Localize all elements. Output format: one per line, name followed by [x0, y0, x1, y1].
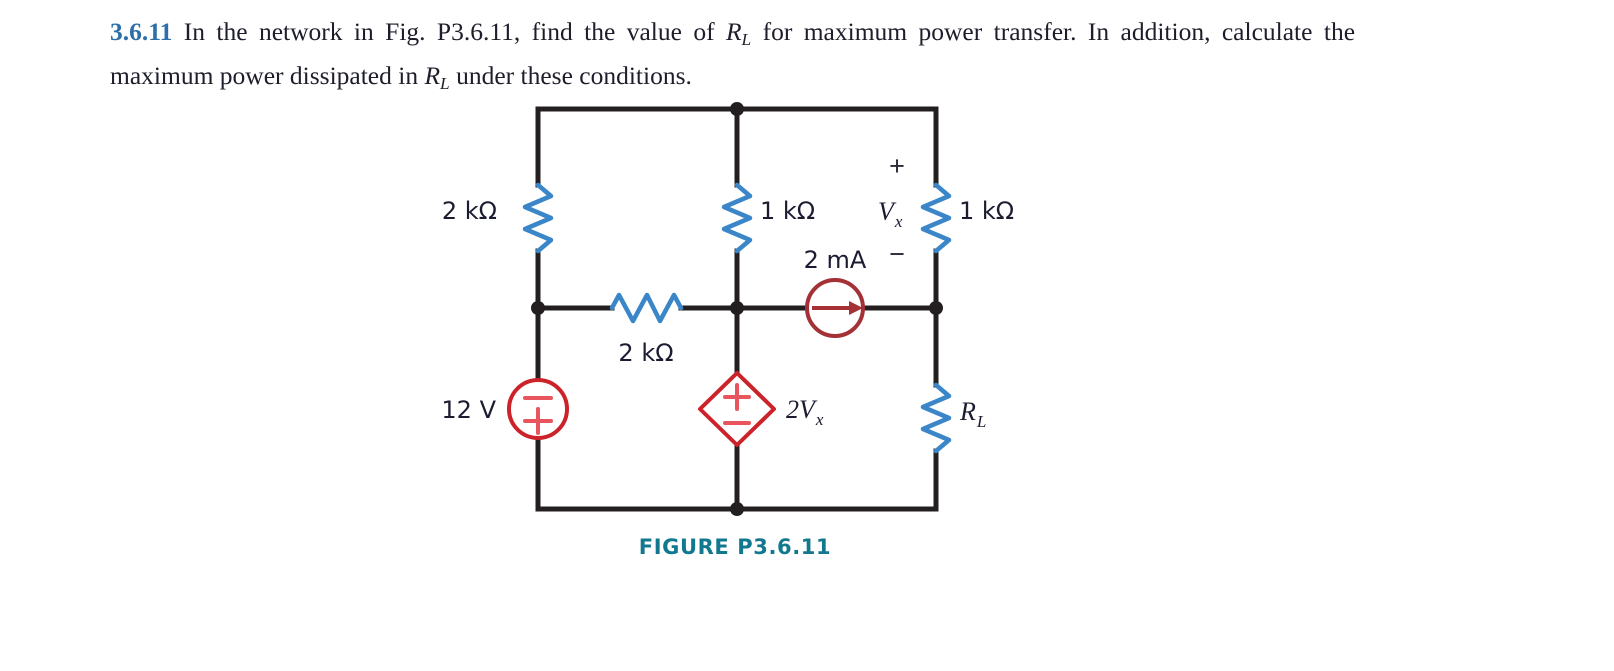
circuit-wires: [535, 106, 939, 512]
problem-text-part-1: In the network in Fig. P3.6.11, find the…: [183, 17, 726, 46]
dependent-source-label: 2Vx: [786, 395, 824, 429]
resistor-1k-center-label: 1 kΩ: [760, 197, 815, 225]
RL-subscript: L: [976, 412, 986, 431]
figure-container: 12 V 2 mA 2Vx 2 kΩ 2 kΩ 1 kΩ 1 kΩ: [0, 95, 1614, 595]
node-top-center: [730, 102, 744, 116]
problem-statement: 3.6.11 In the network in Fig. P3.6.11, f…: [110, 14, 1355, 102]
dep-label-subscript: x: [815, 410, 824, 429]
resistor-load-RL-symbol: [920, 382, 952, 454]
resistor-2k-left-symbol: [522, 182, 554, 254]
resistor-1k-center-symbol: [721, 182, 753, 254]
vx-label: Vx: [878, 197, 903, 231]
symbol-RL-1: R: [725, 17, 742, 46]
resistor-2k-middle-label: 2 kΩ: [618, 339, 673, 367]
symbol-RL-2: R: [424, 60, 441, 90]
node-mid-left: [531, 301, 545, 315]
vx-plus-sign: +: [889, 151, 905, 181]
vx-minus-sign: −: [889, 239, 905, 269]
node-mid-right: [929, 301, 943, 315]
node-mid-center: [730, 301, 744, 315]
symbol-RL-1-subscript: L: [741, 29, 752, 49]
circuit-resistors: [522, 182, 952, 454]
problem-text-part-3: under these conditions.: [449, 60, 692, 90]
voltage-source-12v-label: 12 V: [441, 396, 496, 424]
voltage-vx-annotation: + Vx −: [878, 151, 905, 269]
problem-number: 3.6.11: [110, 17, 173, 46]
symbol-RL-2-subscript: L: [440, 73, 450, 93]
circuit-diagram: 12 V 2 mA 2Vx 2 kΩ 2 kΩ 1 kΩ 1 kΩ: [441, 102, 1014, 516]
circuit-junction-dots: [531, 102, 943, 516]
figure-caption-text: FIGURE P3.6.11: [638, 535, 832, 559]
figure-caption: FIGURE P3.6.11: [0, 535, 1614, 559]
dep-label-coeff: 2: [786, 395, 799, 424]
resistor-load-RL-label: RL: [959, 397, 986, 431]
problem-text-part-2: for maximum power transfer. In addition,…: [110, 17, 1356, 90]
RL-symbol: R: [959, 397, 976, 426]
dep-label-symbol: V: [799, 395, 818, 424]
resistor-1k-right-label: 1 kΩ: [959, 197, 1014, 225]
current-arrow-head-icon: [849, 301, 863, 315]
resistor-1k-right-symbol: [920, 182, 952, 254]
node-bottom-center: [730, 502, 744, 516]
dependent-voltage-source-2vx[interactable]: 2Vx: [698, 371, 824, 447]
voltage-source-12v[interactable]: 12 V: [441, 378, 569, 440]
resistor-2k-middle-symbol: [609, 292, 684, 324]
vx-subscript: x: [894, 212, 903, 231]
current-source-2ma-label: 2 mA: [804, 246, 867, 274]
vx-symbol: V: [878, 197, 897, 226]
resistor-2k-left-label: 2 kΩ: [442, 197, 497, 225]
current-source-2ma[interactable]: 2 mA: [804, 246, 867, 338]
